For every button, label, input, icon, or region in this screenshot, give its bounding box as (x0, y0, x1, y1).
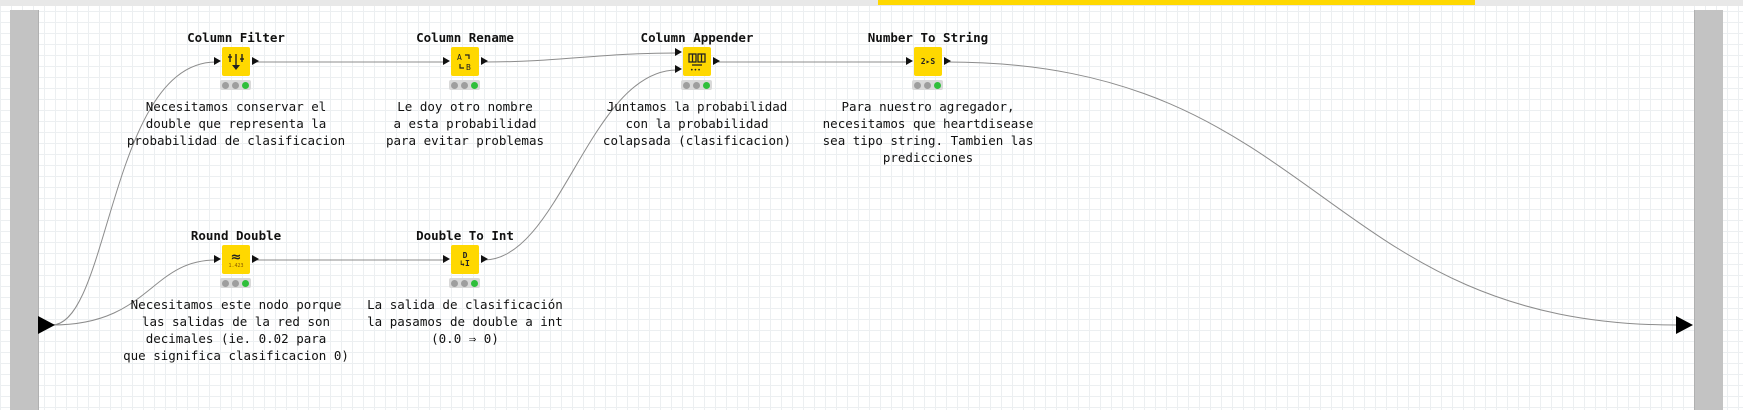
round-double-icon-symbol: ≈ (230, 249, 242, 265)
node-status-lights (912, 80, 943, 90)
node-title: Column Rename (416, 30, 514, 45)
top-accent-bar (878, 0, 1475, 5)
node-title: Round Double (190, 228, 282, 243)
status-light-yellow (923, 81, 931, 89)
connection-input-to-round-double[interactable] (51, 259, 217, 326)
workflow-output-port[interactable] (1676, 316, 1693, 334)
status-light-green (241, 81, 249, 89)
node-number-to-string[interactable]: Number To String 2▸S Para nuestro agrega… (798, 30, 1058, 200)
connection-column-rename-to-column-appender[interactable] (483, 52, 678, 63)
double-to-int-icon[interactable]: D ↳I (451, 245, 479, 274)
workflow-input-port[interactable] (38, 316, 55, 334)
node-annotation[interactable]: Le doy otro nombre a esta probabilidad p… (385, 99, 545, 148)
node-annotation[interactable]: Juntamos la probabilidad con la probabil… (602, 99, 792, 148)
status-light-red (222, 81, 230, 89)
input-port-1[interactable] (675, 48, 682, 56)
status-light-yellow (231, 279, 239, 287)
input-port[interactable] (214, 57, 221, 65)
double-to-int-icon-bottom: ↳I (460, 258, 470, 268)
round-double-icon-subtext: 1.423 (228, 262, 244, 269)
status-light-red (451, 81, 459, 89)
node-status-lights (220, 278, 251, 288)
status-light-yellow (692, 81, 700, 89)
output-port[interactable] (944, 57, 951, 65)
status-light-red (451, 279, 459, 287)
svg-text:A: A (457, 53, 462, 62)
output-port[interactable] (252, 255, 259, 263)
status-light-green (470, 279, 478, 287)
node-title: Column Filter (187, 30, 285, 45)
node-status-lights (449, 80, 480, 90)
output-port[interactable] (481, 57, 488, 65)
status-light-green (702, 81, 710, 89)
input-port[interactable] (906, 57, 913, 65)
status-light-red (683, 81, 691, 89)
number-to-string-icon[interactable]: 2▸S (914, 47, 942, 76)
workflow-input-bar (10, 10, 39, 410)
status-light-yellow (460, 279, 468, 287)
connection-number-to-string-to-output[interactable] (946, 61, 1677, 326)
output-port[interactable] (252, 57, 259, 65)
column-rename-icon[interactable]: A B (451, 47, 479, 76)
status-light-red (914, 81, 922, 89)
node-annotation[interactable]: Necesitamos este nodo porque las salidas… (123, 297, 349, 363)
column-filter-icon[interactable] (222, 47, 250, 76)
node-title: Column Appender (640, 30, 754, 45)
output-port[interactable] (481, 255, 488, 263)
node-round-double[interactable]: Round Double ≈ 1.423 Necesitamos este no… (106, 228, 366, 398)
input-port-2[interactable] (675, 65, 682, 73)
node-column-rename[interactable]: Column Rename A B Le doy otro nombre a e… (335, 30, 595, 200)
node-title: Number To String (867, 30, 989, 45)
number-to-string-icon-label: 2▸S (920, 57, 936, 66)
input-port[interactable] (443, 57, 450, 65)
status-light-green (470, 81, 478, 89)
node-double-to-int[interactable]: Double To Int D ↳I La salida de clasific… (335, 228, 595, 398)
input-port[interactable] (443, 255, 450, 263)
workflow-output-bar (1694, 10, 1723, 410)
node-annotation[interactable]: La salida de clasificación la pasamos de… (367, 297, 563, 346)
svg-text:•••: ••• (690, 67, 701, 73)
double-to-int-icon-top: D (462, 250, 468, 260)
node-title: Double To Int (416, 228, 514, 243)
column-appender-icon[interactable]: ••• (683, 47, 711, 76)
status-light-green (933, 81, 941, 89)
round-double-icon[interactable]: ≈ 1.423 (222, 245, 250, 274)
svg-text:B: B (466, 63, 471, 72)
status-light-red (222, 279, 230, 287)
top-strip (0, 0, 1743, 6)
node-status-lights (220, 80, 251, 90)
status-light-green (241, 279, 249, 287)
node-status-lights (449, 278, 480, 288)
node-annotation[interactable]: Para nuestro agregador, necesitamos que … (822, 99, 1034, 165)
connection-input-to-column-filter[interactable] (51, 61, 217, 326)
status-light-yellow (231, 81, 239, 89)
input-port[interactable] (214, 255, 221, 263)
connection-double-to-int-to-column-appender[interactable] (483, 69, 678, 261)
node-column-appender[interactable]: Column Appender ••• Juntamos la probabil… (567, 30, 827, 200)
node-annotation[interactable]: Necesitamos conservar el double que repr… (126, 99, 346, 148)
status-light-yellow (460, 81, 468, 89)
node-column-filter[interactable]: Column Filter Necesitamos conservar el d… (106, 30, 366, 200)
output-port[interactable] (713, 57, 720, 65)
node-status-lights (681, 80, 712, 90)
